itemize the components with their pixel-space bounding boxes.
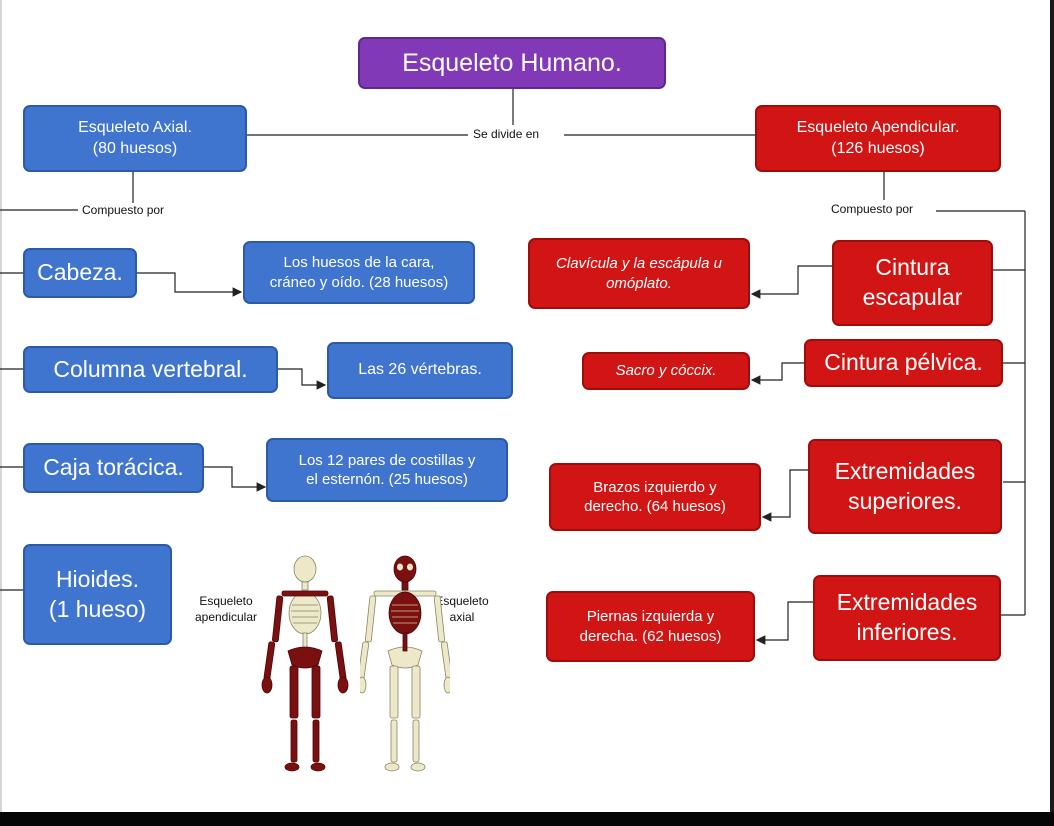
axial-part-hioides: Hioides. (1 hueso) — [23, 544, 172, 645]
axial-detail-caja: Los 12 pares de costillas y el esternón.… — [266, 438, 508, 502]
appendicular-detail-pelvica: Sacro y cóccix. — [582, 352, 750, 390]
appendicular-composed-label: Compuesto por — [827, 202, 918, 216]
appendicular-part-pelvica: Cintura pélvica. — [804, 339, 1003, 387]
frame-left-edge — [0, 0, 2, 812]
axial-composed-label: Compuesto por — [78, 203, 169, 217]
frame-right-edge — [1050, 0, 1054, 812]
appendicular-part-superiores: Extremidades superiores. — [808, 439, 1002, 534]
frame-bottom-edge — [0, 812, 1054, 826]
appendicular-detail-inferiores: Piernas izquierda y derecha. (62 huesos) — [546, 591, 755, 662]
appendicular-part-escapular: Cintura escapular — [832, 240, 993, 326]
title-box: Esqueleto Humano. — [358, 37, 666, 89]
axial-detail-cabeza: Los huesos de la cara, cráneo y oído. (2… — [243, 241, 475, 304]
appendicular-skeleton-box: Esqueleto Apendicular. (126 huesos) — [755, 105, 1001, 172]
appendicular-detail-superiores: Brazos izquierdo y derecho. (64 huesos) — [549, 463, 761, 531]
axial-skeleton-illustration — [360, 555, 450, 772]
figure-label-apendicular: Esqueleto apendicular — [194, 594, 258, 624]
axial-part-columna: Columna vertebral. — [23, 346, 278, 393]
axial-detail-columna: Las 26 vértebras. — [327, 342, 513, 399]
axial-part-cabeza: Cabeza. — [23, 248, 137, 298]
appendicular-part-inferiores: Extremidades inferiores. — [813, 575, 1001, 661]
axial-skeleton-box: Esqueleto Axial. (80 huesos) — [23, 105, 247, 172]
appendicular-detail-escapular: Clavícula y la escápula u omóplato. — [528, 238, 750, 309]
appendicular-skeleton-illustration — [261, 555, 349, 772]
figure-label-axial: Esqueleto axial — [435, 594, 489, 624]
divide-label: Se divide en — [469, 127, 544, 141]
axial-part-caja: Caja torácica. — [23, 443, 204, 493]
